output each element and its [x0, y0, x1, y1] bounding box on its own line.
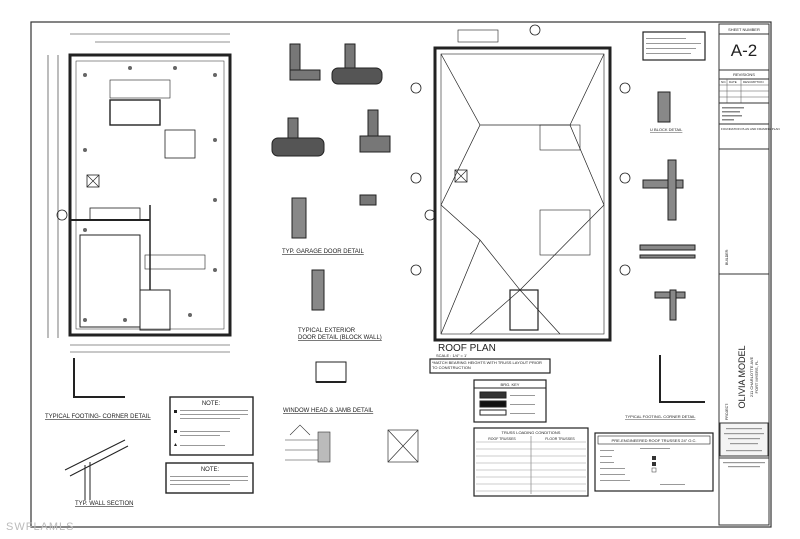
roof-plan	[410, 24, 631, 342]
note-box-1: NOTE:	[169, 396, 254, 456]
wall-section-detail	[64, 439, 129, 500]
wall-section-title: TYP. WALL SECTION	[75, 501, 133, 507]
brg-key: BRG. KEY	[473, 379, 547, 423]
sheet-title: FOUNDATION PLAN AND FRAMING PLAN	[721, 127, 780, 131]
foundation-plan	[47, 33, 232, 353]
revision-col-date: DATE	[729, 80, 737, 84]
truss-loading-col-floor: FLOOR TRUSSES	[545, 437, 575, 441]
exterior-door-detail-title-1: TYPICAL EXTERIOR	[298, 328, 356, 334]
builder-label: BUILDER:	[725, 249, 729, 265]
pre-engineered-trusses-box: PRE-ENGINEERED ROOF TRUSSES 24" O.C.	[594, 432, 714, 492]
roof-plan-scale: SCALE : 1/4" = 1'	[436, 353, 467, 358]
revision-col-description: DESCRIPTION	[743, 80, 764, 84]
note-box-2: NOTE:	[165, 462, 254, 494]
title-block: SHEET NUMBER A-2 REVISIONS NO. DATE DESC…	[718, 23, 780, 526]
revisions-label: REVISIONS	[733, 72, 755, 77]
window-detail	[315, 361, 347, 383]
roof-plan-title: ROOF PLAN	[438, 343, 496, 354]
note-1-title: NOTE:	[202, 401, 221, 407]
truss-loading-table: TRUSS LOADING CONDITIONS ROOF TRUSSES FL…	[473, 427, 589, 497]
project-address-line2: FORT MYERS, FL	[754, 360, 759, 394]
soffit-detail	[285, 424, 331, 463]
exterior-door-detail-title-2: DOOR DETAIL (BLOCK WALL)	[298, 335, 382, 341]
sheet-number-label: SHEET NUMBER	[728, 27, 760, 32]
pre-engineered-title: PRE-ENGINEERED ROOF TRUSSES 24" O.C.	[612, 438, 697, 443]
truss-loading-col-roof: ROOF TRUSSES	[488, 437, 516, 441]
footing-corner-title-left: TYPICAL FOOTING- CORNER DETAIL	[45, 414, 151, 420]
right-sections	[639, 159, 705, 403]
sheet-border	[30, 21, 772, 528]
truss-loading-title: TRUSS LOADING CONDITIONS	[502, 430, 561, 435]
footing-details	[271, 43, 391, 311]
sheet-number: A-2	[731, 41, 757, 60]
project-label: PROJECT:	[725, 403, 729, 420]
note-2-title: NOTE:	[201, 467, 220, 473]
brg-key-title: BRG. KEY	[501, 382, 520, 387]
project-name: OLIVIA MODEL	[737, 345, 747, 408]
u-block-title: U BLOCK DETAIL	[650, 127, 683, 132]
revision-col-no: NO.	[721, 80, 727, 84]
roof-plan-note: *MATCH BEARING HEIGHTS WITH TRUSS LAYOUT…	[432, 360, 542, 370]
window-detail-title: WINDOW HEAD & JAMB DETAIL	[283, 408, 374, 414]
project-address-line1: 211 CHARLOTTE AVE	[749, 357, 754, 398]
footing-corner-title-right: TYPICAL FOOTING- CORNER DETAIL	[625, 414, 696, 419]
u-block-detail	[657, 91, 671, 123]
footing-corner-detail-left	[73, 358, 125, 398]
trench-detail	[387, 429, 419, 463]
watermark: SWFLAMLS	[6, 521, 75, 533]
garage-door-detail-title: TYP. GARAGE DOOR DETAIL	[282, 249, 364, 255]
